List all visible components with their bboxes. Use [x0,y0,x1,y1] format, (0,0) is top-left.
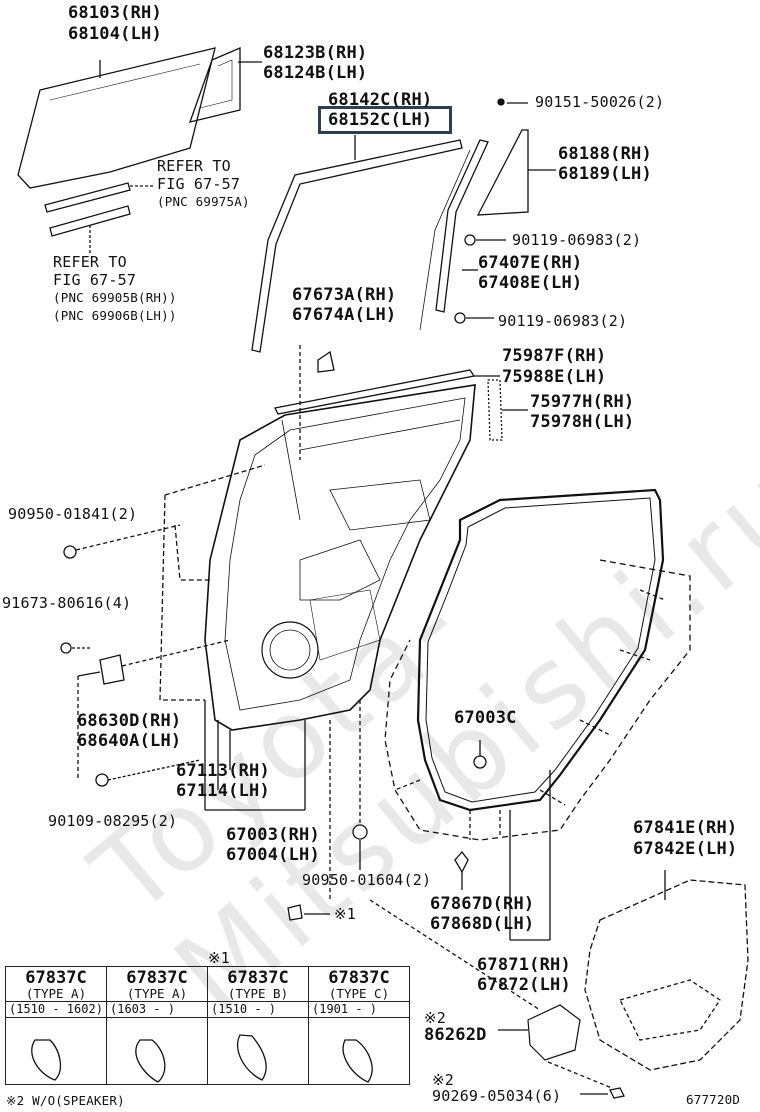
refer1-line3: (PNC 69975A) [157,194,250,209]
label-90151[interactable]: 90151-50026(2) [535,93,665,111]
clip-illustration [107,1017,207,1084]
legend-cell[interactable]: 67837C (TYPE A) (1510 - 1602) [5,966,107,1085]
glass-run-channel [251,139,463,353]
legend-type: (TYPE B) [227,986,289,1001]
belt-moulding-strip [44,182,131,213]
footnote: ※2 W/O(SPEAKER) [6,1093,125,1108]
refer2-line3: (PNC 69905B(RH)) [53,290,177,305]
label-75988[interactable]: 75988E(LH) [502,367,607,387]
legend-part: 67837C [25,968,87,988]
refer2-line4: (PNC 69906B(LH)) [53,308,177,323]
label-67114[interactable]: 67114(LH) [176,781,270,801]
label-67842[interactable]: 67842E(LH) [633,839,738,859]
label-91673[interactable]: 91673-80616(4) [2,594,132,612]
legend-type: (TYPE A) [126,986,188,1001]
legend-cell[interactable]: 67837C (TYPE C) (1901 - ) [308,966,410,1085]
label-68640[interactable]: 68640A(LH) [77,731,182,751]
label-67868[interactable]: 67868D(LH) [430,914,535,934]
legend-part: 67837C [328,968,390,988]
label-75977[interactable]: 75977H(RH) [530,392,635,412]
label-67871[interactable]: 67871(RH) [477,955,571,975]
clip-illustration [309,1017,409,1084]
label-67872[interactable]: 67872(LH) [477,975,571,995]
label-90950-b[interactable]: 90950-01604(2) [302,871,432,889]
label-68103[interactable]: 68103(RH) [68,3,162,23]
refer2-line2[interactable]: FIG 67-57 [53,271,137,289]
label-67673[interactable]: 67673A(RH) [292,285,397,305]
door-weatherstrip [416,488,665,812]
label-90950-a[interactable]: 90950-01841(2) [8,505,138,523]
label-75978[interactable]: 75978H(LH) [530,412,635,432]
label-68104[interactable]: 68104(LH) [68,24,162,44]
legend-cell[interactable]: 67837C (TYPE A) (1603 - ) [106,966,208,1085]
legend-note: ※1 [208,949,230,967]
label-67407[interactable]: 67407E(RH) [478,253,583,273]
label-68123[interactable]: 68123B(RH) [263,43,368,63]
label-67674[interactable]: 67674A(LH) [292,305,397,325]
label-67113[interactable]: 67113(RH) [176,761,270,781]
label-86262[interactable]: 86262D [424,1025,487,1045]
label-67841[interactable]: 67841E(RH) [633,818,738,838]
division-bar-2 [419,149,471,331]
label-90109[interactable]: 90109-08295(2) [48,812,178,830]
refer1-line2[interactable]: FIG 67-57 [157,175,241,193]
label-67003c[interactable]: 67003C [454,708,517,728]
quarter-glass [188,47,241,123]
label-67003[interactable]: 67003(RH) [226,825,320,845]
label-67408[interactable]: 67408E(LH) [478,273,583,293]
belt-moulding-strip-2 [49,205,131,237]
clip-type-legend: 67837C (TYPE A) (1510 - 1602) 67837C (TY… [5,966,410,1085]
door-trim-panel [584,879,749,1071]
highlight-box [318,106,452,134]
refer2-line1[interactable]: REFER TO [53,253,127,271]
legend-range: (1901 - ) [309,1001,409,1017]
door-glass [17,47,216,189]
note-1: ※1 [334,905,356,923]
refer1-line1[interactable]: REFER TO [157,157,231,175]
legend-cell[interactable]: 67837C (TYPE B) (1510 - ) [207,966,309,1085]
legend-type: (TYPE A) [25,986,87,1001]
label-68142[interactable]: 68142C(RH) [328,90,433,110]
rear-quarter-glass [476,129,529,216]
label-67004[interactable]: 67004(LH) [226,845,320,865]
label-90119-a[interactable]: 90119-06983(2) [512,231,642,249]
label-68152[interactable]: 68152C(LH) [328,110,433,130]
door-panel [204,384,476,731]
label-75987[interactable]: 75987F(RH) [502,346,607,366]
legend-range: (1510 - 1602) [6,1001,106,1017]
legend-type: (TYPE C) [328,986,390,1001]
division-bar [435,139,489,313]
label-68630[interactable]: 68630D(RH) [77,711,182,731]
legend-part: 67837C [227,968,289,988]
legend-range: (1603 - ) [107,1001,207,1017]
clip-illustration [6,1017,106,1084]
label-67867[interactable]: 67867D(RH) [430,894,535,914]
label-68188[interactable]: 68188(RH) [558,144,652,164]
diagram-id: 677720D [686,1092,741,1107]
label-68124[interactable]: 68124B(LH) [263,63,368,83]
label-90119-b[interactable]: 90119-06983(2) [498,312,628,330]
legend-part: 67837C [126,968,188,988]
legend-range: (1510 - ) [208,1001,308,1017]
speaker [527,1004,581,1061]
label-68189[interactable]: 68189(LH) [558,164,652,184]
outer-belt-weatherstrip [274,369,476,415]
note-2a: ※2 [424,1009,446,1027]
note-2b: ※2 [432,1071,454,1089]
clip-illustration [208,1017,308,1084]
label-90269[interactable]: 90269-05034(6) [432,1087,562,1105]
